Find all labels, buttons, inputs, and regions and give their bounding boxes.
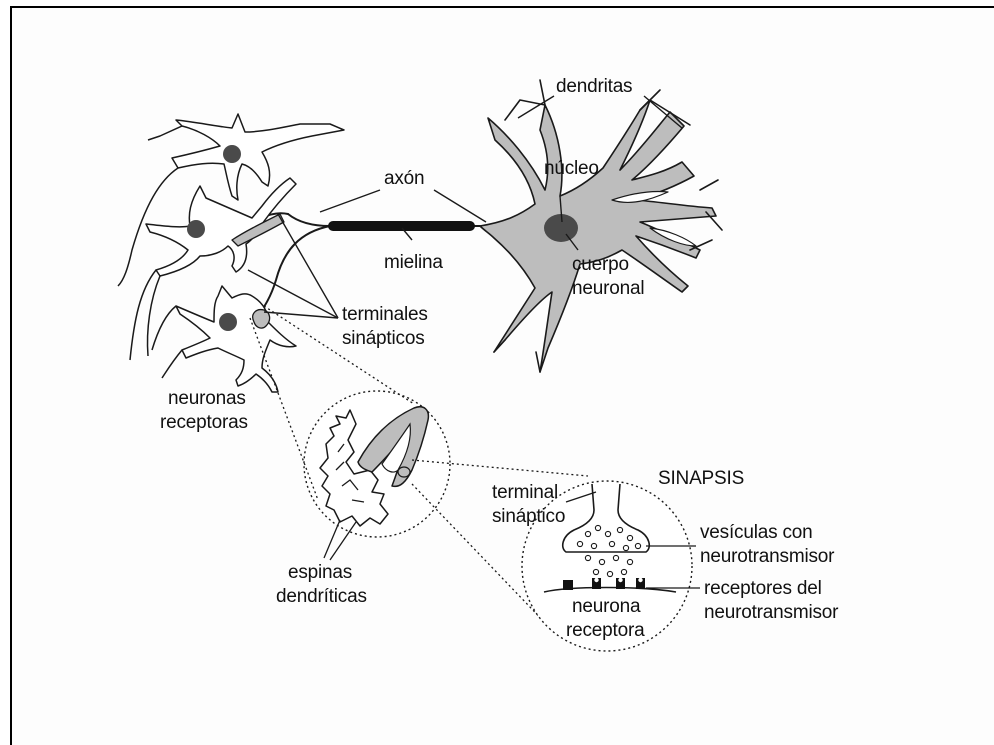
label-receptores-2: neurotransmisor xyxy=(704,602,838,624)
label-nucleo: núcleo xyxy=(544,158,599,180)
label-terminales-1: terminales xyxy=(342,304,428,326)
label-receptores-1: receptores del xyxy=(704,578,822,600)
receptor-neurons xyxy=(118,114,344,392)
label-espinas-2: dendríticas xyxy=(276,586,367,608)
label-mielina: mielina xyxy=(384,252,443,274)
label-vesiculas-1: vesículas con xyxy=(700,522,813,544)
main-neuron-body xyxy=(480,100,716,372)
label-cuerpo-neuronal-1: cuerpo xyxy=(572,254,629,276)
main-neuron xyxy=(480,80,722,372)
label-neuronas-2: receptoras xyxy=(160,412,248,434)
label-dendritas: dendritas xyxy=(556,76,632,98)
main-neuron-nucleus xyxy=(544,214,578,242)
label-terminales-2: sinápticos xyxy=(342,328,425,350)
label-terminal-2: sináptico xyxy=(492,506,565,528)
label-neurona-receptora-1: neurona xyxy=(572,596,640,618)
receptor-neuron-top xyxy=(172,114,344,200)
label-neuronas-1: neuronas xyxy=(168,388,246,410)
label-cuerpo-neuronal-2: neuronal xyxy=(572,278,644,300)
label-espinas-1: espinas xyxy=(288,562,352,584)
receptor-neuron-bottom xyxy=(176,286,296,392)
label-axon: axón xyxy=(384,168,424,190)
label-terminal-1: terminal xyxy=(492,482,558,504)
zoom-dendritic-spines xyxy=(304,391,450,537)
label-sinapsis: SINAPSIS xyxy=(658,468,744,490)
label-neurona-receptora-2: receptora xyxy=(566,620,644,642)
label-vesiculas-2: neurotransmisor xyxy=(700,546,834,568)
